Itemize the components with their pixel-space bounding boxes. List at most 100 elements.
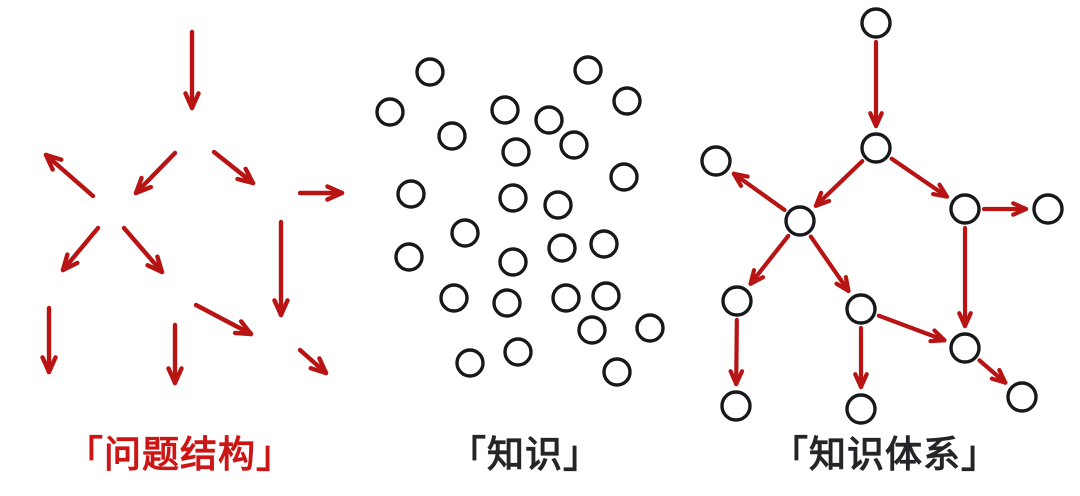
knowledge-node-17 [498,247,528,277]
arrow-head-barb-1 [243,166,256,186]
system-edge-right1-to-right2 [981,201,1029,217]
arrow-shaft [43,152,96,199]
caption-knowledge: 「知识」 [449,433,601,476]
knowledge-node-14 [589,229,619,259]
arrow-shaft [977,358,1008,385]
panel-knowledge-system: 「知识体系」 [690,0,1080,496]
knowledge-node-16 [547,233,577,263]
arrow-head-barb-1 [813,198,832,208]
system-node-l2 [720,390,752,422]
problem-arrow-4 [297,184,345,202]
knowledge-node-1 [573,55,603,85]
system-node-right2 [1032,193,1064,225]
knowledge-node-20 [551,283,581,313]
panel-problem-structure: 「问题结构」 [0,0,360,496]
system-node-l1 [721,285,753,317]
knowledge-node-5 [437,121,467,151]
problem-arrow-8 [40,305,58,375]
arrow-shaft [808,234,851,294]
arrow-shaft [876,313,947,343]
system-edge-n1-to-hub [813,159,865,208]
problem-arrow-7 [272,219,290,318]
knowledge-node-10 [498,183,528,213]
system-edge-hub-to-l1 [748,233,791,286]
problem-arrow-0 [183,29,201,111]
knowledge-node-25 [602,357,632,387]
arrow-shaft [889,156,949,199]
arrow-shaft [734,317,739,387]
system-edge-r3-to-r4 [977,358,1008,385]
arrow-head-barb-1 [43,152,55,172]
caption-problem-structure: 「问题结构」 [66,433,294,476]
problem-arrow-5 [60,225,101,273]
knowledge-node-7 [501,137,531,167]
problem-structure-graphic [40,29,345,386]
arrow-head-barb-1 [962,311,973,329]
arrow-shaft [121,225,165,275]
knowledge-node-19 [492,288,522,318]
arrow-head-barb-1 [843,275,851,294]
system-node-right1 [949,193,981,225]
arrow-head-barb-1 [858,372,869,390]
arrow-head-barb-1 [278,298,290,318]
knowledge-node-26 [577,315,607,345]
knowledge-node-3 [490,95,520,125]
arrow-head-barb-1 [734,369,745,387]
arrow-head-barb-1 [189,91,201,111]
arrow-shaft [748,233,791,286]
knowledge-node-11 [543,190,573,220]
arrow-head-barb-1 [133,184,154,196]
system-edge-m1-to-m2 [853,325,869,390]
knowledge-scatter-graphic [375,55,665,387]
knowledge-node-23 [455,348,485,378]
system-edge-n1-to-right1 [889,156,949,199]
arrow-shaft [133,150,178,196]
arrow-shaft [813,159,865,208]
problem-arrow-1 [43,152,96,199]
arrow-head-barb-1 [731,171,744,188]
system-node-root [860,7,892,39]
knowledge-node-8 [559,130,589,160]
system-node-m1 [845,293,877,325]
arrow-head-barb-1 [317,356,329,376]
problem-arrow-10 [193,302,254,337]
system-edge-hub-to-m1 [808,234,851,294]
arrow-head-barb-1 [238,319,254,337]
problem-arrow-2 [133,150,178,196]
problem-arrow-11 [297,347,329,376]
caption-knowledge-system: 「知识体系」 [771,433,999,476]
arrow-head-barb-1 [60,260,80,273]
problem-arrow-3 [211,149,256,186]
system-node-hub [784,205,816,237]
arrow-shaft [731,171,787,213]
arrow-head-barb-1 [748,275,766,286]
arrow-head-barb-1 [932,328,947,343]
arrow-head-barb-1 [155,254,165,275]
panel-knowledge: 「知识」 [360,0,690,496]
system-edge-root-to-n1 [868,39,884,129]
knowledge-node-13 [450,218,480,248]
knowledge-node-12 [609,162,639,192]
arrow-shaft [297,347,329,376]
knowledge-system-graphic [700,7,1064,425]
arrow-head-barb-1 [172,366,184,386]
arrow-head-barb-1 [46,355,58,375]
problem-arrow-6 [121,225,165,275]
system-node-leftTop [700,145,732,177]
arrow-shaft [60,225,101,273]
system-edge-m1-to-r3 [876,313,947,344]
system-edge-l1-to-l2 [728,317,745,387]
knowledge-node-2 [375,97,405,127]
system-node-n1 [860,132,892,164]
arrow-head-barb-1 [873,111,884,129]
system-node-r4 [1006,381,1038,413]
arrow-head-barb-1 [325,184,345,196]
knowledge-node-24 [503,337,533,367]
knowledge-node-18 [439,283,469,313]
system-node-r3 [949,332,981,364]
system-node-m2 [845,393,877,425]
knowledge-node-15 [394,242,424,272]
system-edge-hub-to-leftTop [731,171,787,213]
arrow-shaft [211,149,256,186]
